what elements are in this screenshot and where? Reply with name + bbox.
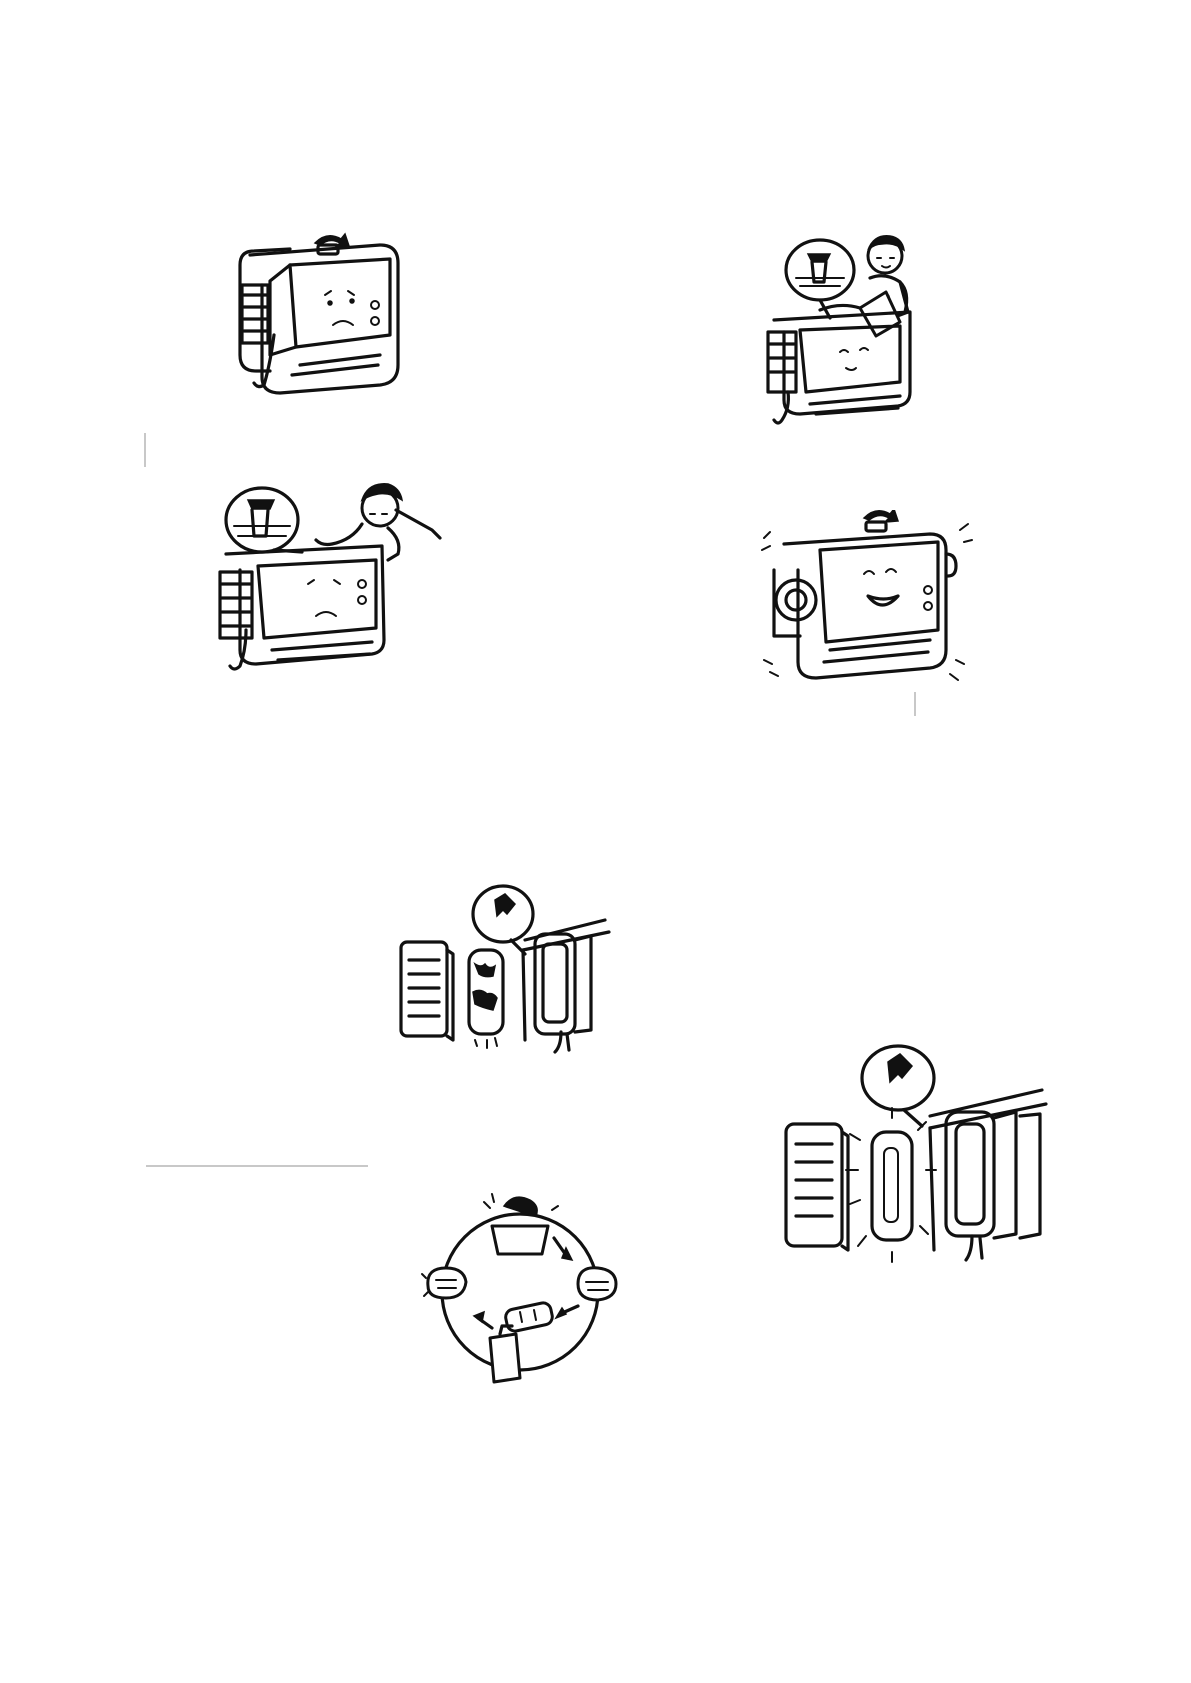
person-checking-tank-icon <box>212 480 442 680</box>
filter-cleaning-cycle-icon <box>420 1188 625 1388</box>
person-pouring-fuel-icon <box>760 232 960 437</box>
dirty-air-filter-icon <box>395 880 615 1060</box>
scan-artifact <box>914 692 916 716</box>
generator-happy-icon <box>760 510 980 690</box>
clean-air-filter-icon <box>780 1040 1050 1270</box>
generator-sad-icon <box>230 225 415 405</box>
scan-artifact <box>146 1165 368 1167</box>
scan-artifact <box>144 433 146 467</box>
